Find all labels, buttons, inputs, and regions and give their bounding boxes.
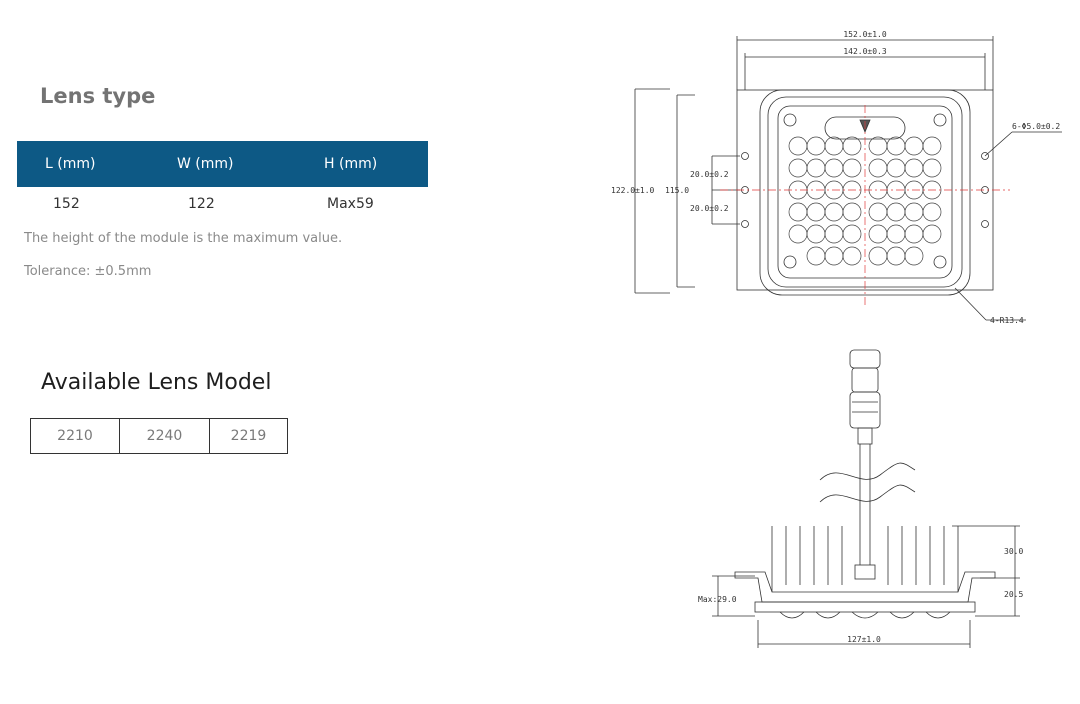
header-width: W (mm) — [177, 156, 234, 172]
value-width: 122 — [188, 196, 215, 212]
header-height: H (mm) — [324, 156, 378, 172]
value-length: 152 — [53, 196, 80, 212]
dim-pitch-top: 20.0±0.2 — [690, 170, 729, 179]
dim-base-width: 127±1.0 — [847, 635, 881, 644]
dim-base-height: 20.5 — [1004, 590, 1023, 599]
header-length: L (mm) — [45, 156, 96, 172]
lens-table-header: L (mm) W (mm) H (mm) — [17, 141, 428, 187]
lens-type-title: Lens type — [40, 84, 156, 108]
dim-hole: 6-Φ5.0±0.2 — [1012, 122, 1060, 131]
dim-outer-height: 122.0±1.0 — [611, 186, 655, 195]
side-view-drawing — [712, 349, 1020, 648]
lens-model-cell: 2240 — [120, 419, 210, 453]
dim-outer-width: 152.0±1.0 — [843, 30, 887, 39]
value-height: Max59 — [327, 196, 374, 212]
lens-dimensions-table: L (mm) W (mm) H (mm) 152 122 Max59 — [17, 141, 428, 221]
tolerance-note: Tolerance: ±0.5mm — [24, 264, 152, 279]
lens-model-cell: 2210 — [31, 419, 120, 453]
lens-model-title: Available Lens Model — [41, 370, 272, 395]
technical-drawing: 152.0±1.0 142.0±0.3 6-Φ5.0±0.2 122.0±1.0… — [611, 30, 1062, 648]
lens-model-table: 2210 2240 2219 — [30, 418, 288, 454]
height-note: The height of the module is the maximum … — [24, 231, 343, 246]
center-lines — [720, 105, 1010, 305]
dim-pitch-bottom: 20.0±0.2 — [690, 204, 729, 213]
dim-inner-width: 142.0±0.3 — [843, 47, 887, 56]
dim-inner-height: 115.0 — [665, 186, 689, 195]
table-row: 152 122 Max59 — [17, 187, 428, 221]
dim-fin-height: 30.0 — [1004, 547, 1023, 556]
lens-model-cell: 2219 — [230, 428, 267, 444]
dim-radius: 4-R13.4 — [990, 316, 1024, 325]
dim-max-height: Max:29.0 — [698, 595, 737, 604]
